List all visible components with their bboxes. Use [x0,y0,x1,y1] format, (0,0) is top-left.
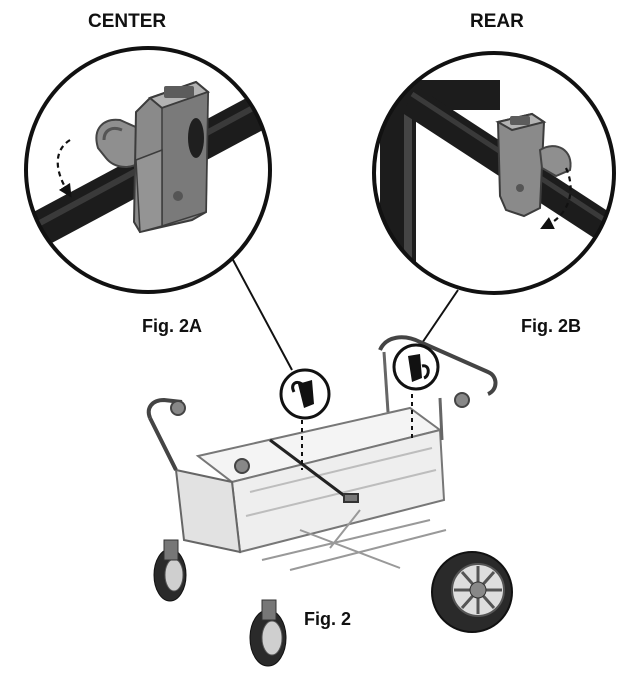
bracket-body [496,112,546,218]
rotate-arrow-ccw-icon [56,139,72,198]
callout-leader-lines [231,257,459,371]
leader-line-rear [417,289,459,350]
callout-circle-rear [392,343,440,391]
detail-circle-center [24,46,272,294]
rear-handle [378,335,498,396]
basket-front [174,468,242,554]
figure-2-caption: Fig. 2 [304,609,352,629]
wheel-front-left [153,539,187,602]
center-strap [269,438,351,502]
center-label: CENTER [88,11,167,32]
rear-label: REAR [470,11,524,32]
detail-circle-rear [372,51,616,295]
wheel-rear-large [431,551,513,633]
callout-circle-center [279,368,331,420]
clip-hook [538,145,572,178]
figure-2b-caption: Fig. 2B [521,316,582,336]
front-handle [146,397,183,419]
leader-line-center [231,257,293,371]
wagon-illustration [146,335,498,571]
figure-2a-caption: Fig. 2A [142,316,203,336]
wheel-front-right [249,599,287,667]
